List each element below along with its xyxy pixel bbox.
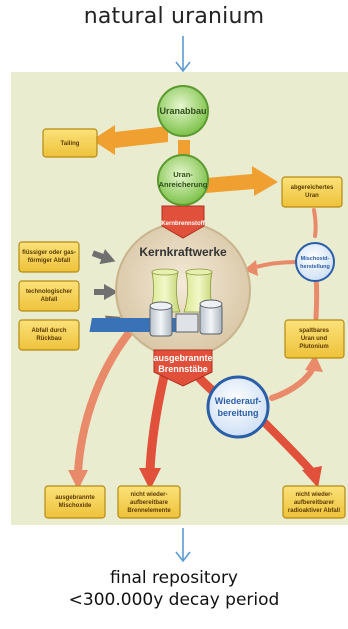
svg-text:radioaktiver Abfall: radioaktiver Abfall bbox=[288, 508, 340, 514]
box-ausgebrannte-mischoxide: ausgebrannte Mischoxide bbox=[44, 485, 106, 519]
svg-text:aufbereitbarer: aufbereitbarer bbox=[294, 500, 335, 506]
kernbrennstoff-label: Kernbrennstoff bbox=[161, 221, 205, 227]
arrow-to-radioaktiv-head bbox=[302, 466, 322, 488]
svg-text:abgereichertes: abgereichertes bbox=[291, 185, 334, 191]
svg-text:nicht wieder-: nicht wieder- bbox=[295, 492, 332, 498]
box-fluessiger-abfall: flüssiger oder gas- förmiger Abfall bbox=[18, 241, 80, 273]
kernkraftwerke-label: Kernkraftwerke bbox=[139, 245, 227, 259]
svg-text:Plutonium: Plutonium bbox=[299, 344, 328, 350]
bottom-caption-line-1: final repository bbox=[110, 568, 238, 588]
svg-text:aufbereitbare: aufbereitbare bbox=[130, 500, 169, 506]
arrow-to-mischoxide-head bbox=[68, 470, 88, 490]
ausgebrannte-label-1: ausgebrannte bbox=[153, 353, 212, 363]
box-tailing: Tailing bbox=[42, 128, 98, 158]
uranabbau-label: Uranabbau bbox=[159, 106, 206, 116]
svg-text:Rückbau: Rückbau bbox=[36, 336, 62, 342]
ausgebrannte-label-2: Brennstäbe bbox=[158, 364, 208, 374]
svg-text:Uran und: Uran und bbox=[301, 336, 328, 342]
orange-arrow-abgereichert bbox=[206, 166, 278, 196]
box-radioaktiver-abfall: nicht wieder- aufbereitbarer radioaktive… bbox=[282, 485, 346, 519]
box-abfall-rueckbau: Abfall durch Rückbau bbox=[18, 319, 80, 351]
svg-text:flüssiger oder gas-: flüssiger oder gas- bbox=[22, 250, 76, 256]
arrow-abgereichert-to-mischoxid bbox=[312, 208, 318, 238]
anreicherung-node bbox=[157, 154, 209, 206]
svg-text:Brennelemente: Brennelemente bbox=[127, 508, 171, 514]
bottom-caption: final repository <300.000y decay period bbox=[0, 567, 348, 611]
orange-arrow-uranabbau-anreicherung bbox=[178, 140, 190, 156]
orange-arrow-tailing bbox=[92, 125, 168, 155]
wiederaufbereitung-label-1: Wiederauf- bbox=[215, 396, 261, 406]
mischoxid-label-1: Mischoxid- bbox=[301, 256, 330, 262]
svg-text:Abfall durch: Abfall durch bbox=[31, 328, 66, 334]
power-plant-icon bbox=[89, 268, 223, 337]
wiederaufbereitung-node bbox=[206, 375, 270, 439]
arrow-to-radioaktiv bbox=[258, 416, 316, 476]
arrow-to-brennelemente-head bbox=[139, 468, 161, 490]
svg-text:ausgebrannte: ausgebrannte bbox=[55, 495, 95, 501]
wiederaufbereitung-label-2: bereitung bbox=[217, 408, 258, 418]
ausgebrannte-arrow bbox=[153, 349, 213, 387]
anreicherung-label-1: Uran- bbox=[173, 170, 193, 179]
kernbrennstoff-arrow bbox=[161, 205, 205, 239]
svg-text:Tailing: Tailing bbox=[61, 141, 80, 147]
svg-text:technologischer: technologischer bbox=[26, 289, 73, 295]
anreicherung-label-2: Anreicherung bbox=[159, 180, 208, 189]
top-title: natural uranium bbox=[83, 4, 265, 29]
arrow-spaltbar-to-mischoxid bbox=[313, 273, 320, 321]
kernkraftwerke-node bbox=[115, 222, 251, 358]
svg-text:nicht wieder-: nicht wieder- bbox=[130, 492, 167, 498]
svg-text:Abfall: Abfall bbox=[41, 297, 58, 303]
arrow-to-spaltbar-head bbox=[305, 354, 323, 372]
box-abgereichertes-uran: abgereichertes Uran bbox=[281, 176, 343, 208]
svg-text:spaltbares: spaltbares bbox=[299, 328, 330, 334]
svg-text:Uran: Uran bbox=[305, 193, 319, 199]
box-spaltbares-uran: spaltbares Uran und Plutonium bbox=[284, 319, 345, 359]
svg-text:förmiger Abfall: förmiger Abfall bbox=[28, 258, 71, 264]
mischoxid-node bbox=[295, 242, 335, 282]
bottom-caption-line-2: <300.000y decay period bbox=[68, 590, 280, 610]
uranabbau-node bbox=[157, 85, 209, 137]
box-brennelemente: nicht wieder- aufbereitbare Brennelement… bbox=[117, 485, 181, 519]
flow-arrow-top bbox=[175, 36, 191, 73]
svg-text:Mischoxide: Mischoxide bbox=[59, 503, 92, 509]
box-technologischer-abfall: technologischer Abfall bbox=[18, 280, 80, 312]
arrow-mischoxid-to-plant-head bbox=[244, 260, 258, 276]
mischoxid-label-2: herstellung bbox=[300, 264, 330, 270]
flow-arrow-bottom bbox=[175, 528, 191, 563]
